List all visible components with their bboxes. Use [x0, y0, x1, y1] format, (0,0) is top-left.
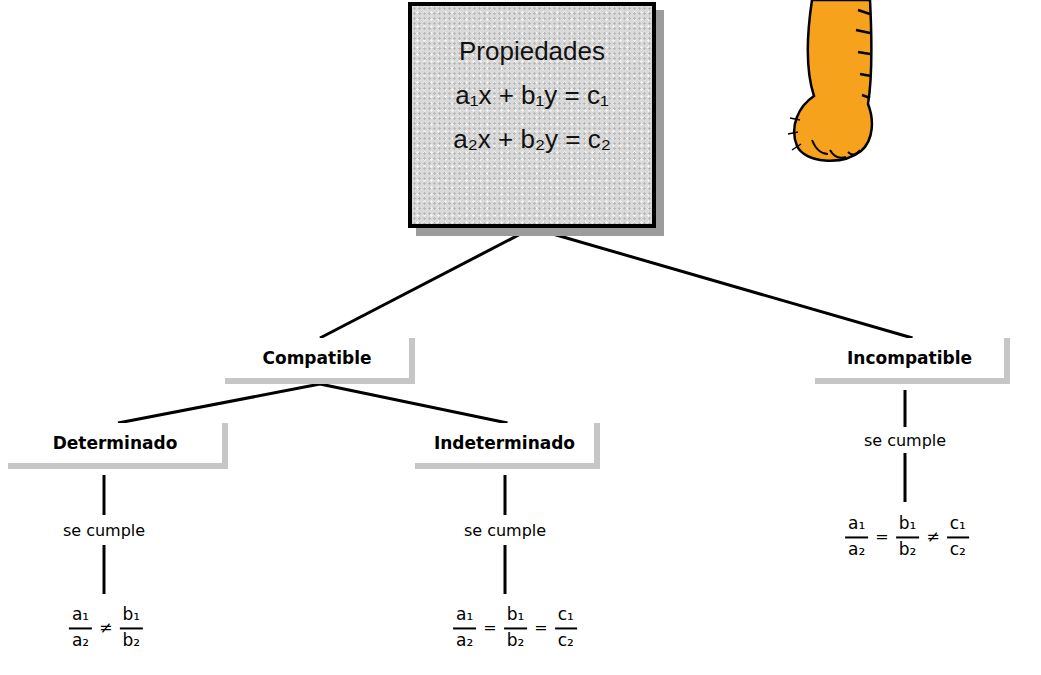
category-tab: Compatible — [225, 338, 415, 384]
properties-box: Propiedades a₁x + b₁y = c₁ a₂x + b₂y = c₂ — [408, 2, 656, 228]
fraction-term: c₁ — [555, 605, 577, 625]
condition-text: se cumple — [864, 431, 946, 450]
fraction-bar — [69, 627, 92, 629]
leader-lines — [104, 390, 905, 594]
denominator-holder: c₂ — [947, 540, 969, 560]
leader-line — [904, 390, 907, 427]
denominator-holder: b₂ — [504, 631, 528, 651]
denominator-holder: c₂ — [555, 631, 577, 651]
equation-text: a₁x + b₁y = c₁ — [455, 80, 609, 111]
fraction-term: b₂ — [504, 631, 528, 651]
leader-line — [904, 453, 907, 502]
category-tab: Determinado — [8, 423, 228, 469]
relation-sign: = — [534, 619, 547, 638]
cat-illustration — [788, 0, 872, 161]
fraction-term: a₁ — [69, 605, 92, 625]
cat-toes — [812, 140, 860, 158]
category-label: Compatible — [263, 348, 372, 368]
numerator-holder: b₁ — [896, 514, 920, 534]
numerator-holder: b₁ — [504, 605, 528, 625]
branch-line — [532, 228, 913, 338]
numerator-holder: b₁ — [120, 605, 144, 625]
fraction-bar — [947, 536, 969, 538]
relation-holder: ≠ — [926, 528, 939, 547]
cat-body — [794, 0, 872, 161]
equation-text: a₂x + b₂y = c₂ — [453, 124, 610, 155]
branch-line — [320, 228, 532, 338]
condition-holder: se cumple — [864, 431, 946, 450]
relation-sign: = — [875, 528, 888, 547]
relation-sign: = — [483, 619, 496, 638]
formula: a₁ a₂ = b₁ b₂ = c₁ c₂ — [453, 605, 577, 650]
fraction: b₁ b₂ — [120, 605, 144, 650]
fraction: a₁ a₂ — [453, 605, 476, 650]
denominator-holder: b₂ — [120, 631, 144, 651]
condition-text: se cumple — [63, 521, 145, 540]
box-heading: Propiedades — [459, 36, 605, 67]
numerator-holder: c₁ — [555, 605, 577, 625]
relation-sign: ≠ — [926, 528, 939, 547]
denominator-holder: a₂ — [453, 631, 476, 651]
relation-sign: ≠ — [99, 619, 112, 638]
denominator-holder: a₂ — [69, 631, 92, 651]
formula: a₁ a₂ ≠ b₁ b₂ — [69, 605, 143, 650]
relation-holder: = — [483, 619, 496, 638]
relation-holder: = — [875, 528, 888, 547]
relation-holder: = — [534, 619, 547, 638]
fraction-term: a₂ — [69, 631, 92, 651]
fraction: b₁ b₂ — [896, 514, 920, 559]
category-label: Indeterminado — [434, 433, 575, 453]
formula: a₁ a₂ = b₁ b₂ ≠ c₁ c₂ — [845, 514, 969, 559]
condition-text: se cumple — [464, 521, 546, 540]
fraction-term: b₁ — [504, 605, 528, 625]
fraction-term: b₁ — [896, 514, 920, 534]
cat-fur — [788, 118, 801, 150]
fraction-bar — [504, 627, 528, 629]
denominator-holder: b₂ — [896, 540, 920, 560]
denominator-holder: a₂ — [845, 540, 868, 560]
branch-line — [320, 384, 508, 423]
fraction: c₁ c₂ — [947, 514, 969, 559]
fraction-term: a₂ — [453, 631, 476, 651]
fraction-bar — [845, 536, 868, 538]
numerator-holder: a₁ — [453, 605, 476, 625]
numerator-holder: c₁ — [947, 514, 969, 534]
fraction-term: a₂ — [845, 540, 868, 560]
fraction-term: b₁ — [120, 605, 144, 625]
category-tab: Indeterminado — [415, 423, 600, 469]
fraction: a₁ a₂ — [845, 514, 868, 559]
condition-holder: se cumple — [63, 521, 145, 540]
fraction-term: c₁ — [947, 514, 969, 534]
fraction-bar — [896, 536, 920, 538]
branch-line — [118, 384, 320, 423]
category-label: Incompatible — [847, 348, 972, 368]
numerator-holder: a₁ — [69, 605, 92, 625]
leader-line — [103, 475, 106, 515]
numerator-holder: a₁ — [845, 514, 868, 534]
fraction-term: a₁ — [845, 514, 868, 534]
condition-holder: se cumple — [464, 521, 546, 540]
fraction-bar — [555, 627, 577, 629]
leader-line — [504, 545, 507, 594]
fraction-bar — [453, 627, 476, 629]
fraction-term: c₂ — [947, 540, 969, 560]
leader-line — [103, 545, 106, 594]
fraction: a₁ a₂ — [69, 605, 92, 650]
relation-holder: ≠ — [99, 619, 112, 638]
cat-stripes — [856, 10, 871, 98]
fraction-term: b₂ — [896, 540, 920, 560]
category-label: Determinado — [53, 433, 178, 453]
fraction: c₁ c₂ — [555, 605, 577, 650]
leader-line — [504, 475, 507, 515]
fraction-term: b₂ — [120, 631, 144, 651]
fraction: b₁ b₂ — [504, 605, 528, 650]
category-tab: Incompatible — [815, 338, 1010, 384]
fraction-bar — [120, 627, 144, 629]
fraction-term: a₁ — [453, 605, 476, 625]
fraction-term: c₂ — [555, 631, 577, 651]
